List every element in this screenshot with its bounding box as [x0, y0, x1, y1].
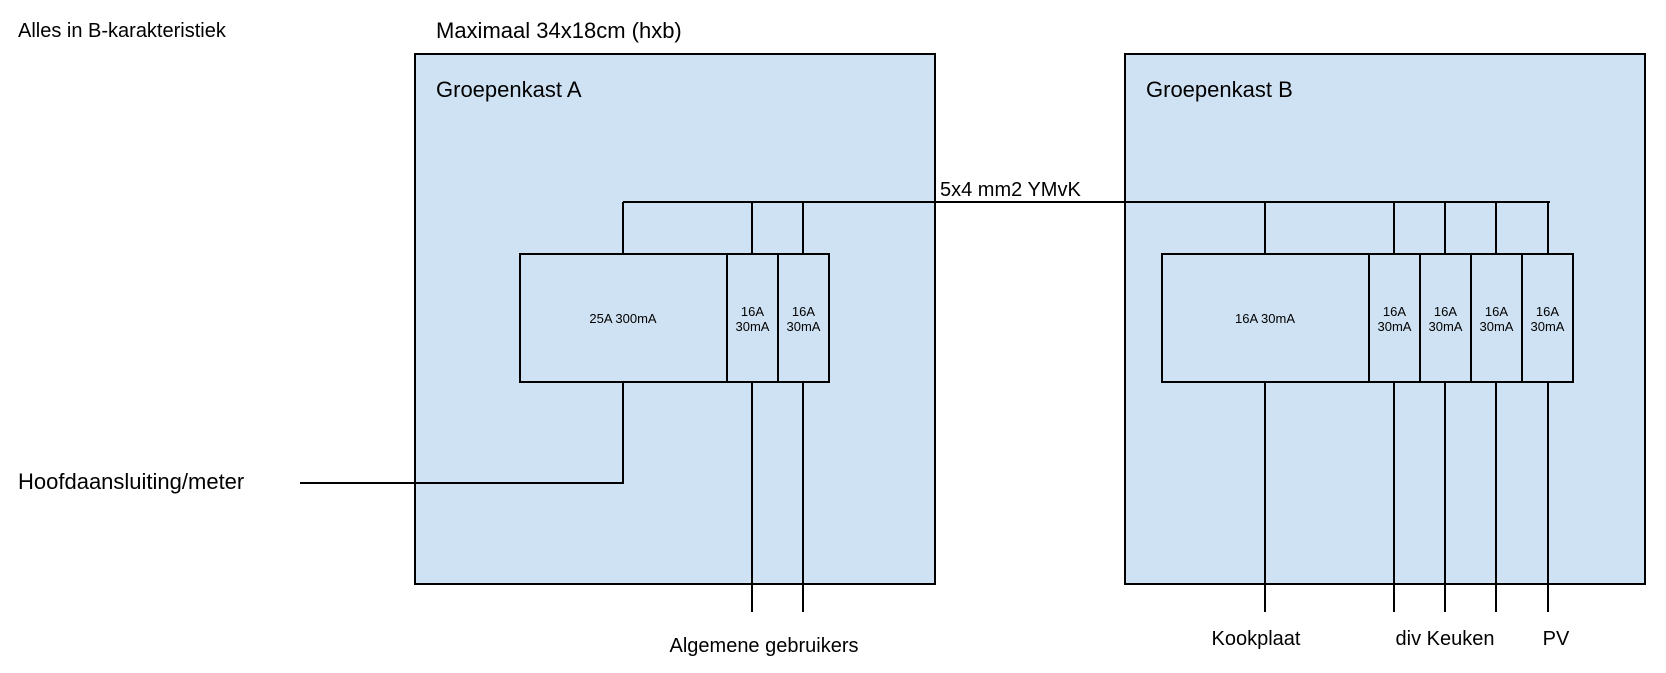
cabinet-b-group-4-rcd: 30mA — [1531, 319, 1565, 334]
note-text: Alles in B-karakteristiek — [18, 20, 227, 42]
cabinet-b-main-breaker-label: 16A 30mA — [1235, 311, 1295, 326]
cabinet-b-main-breaker — [1161, 253, 1370, 383]
max-size-label: Maximaal 34x18cm (hxb) — [436, 18, 682, 43]
cabinet-b-group-2-rcd: 30mA — [1429, 319, 1463, 334]
cabinet-a-group-2 — [777, 253, 830, 383]
cabinet-a-title: Groepenkast A — [436, 77, 582, 102]
output-kookplaat-label: Kookplaat — [1212, 628, 1301, 650]
cabinet-a-group-1-rcd: 30mA — [736, 319, 770, 334]
cabinet-b-group-1-rcd: 30mA — [1378, 319, 1412, 334]
cabinet-a-group-1-amp: 16A — [741, 304, 764, 319]
cabinet-b-group-4-amp: 16A — [1536, 304, 1559, 319]
cabinet-a-main-breaker-label: 25A 300mA — [589, 311, 657, 326]
output-div-keuken-label: div Keuken — [1396, 628, 1495, 650]
cable-label: 5x4 mm2 YMvK — [940, 179, 1081, 201]
cabinet-b-group-3-amp: 16A — [1485, 304, 1508, 319]
cabinet-b-group-4 — [1521, 253, 1574, 383]
output-pv-label: PV — [1543, 628, 1570, 650]
cabinet-b-group-3-rcd: 30mA — [1480, 319, 1514, 334]
cabinet-b-group-2-amp: 16A — [1434, 304, 1457, 319]
output-algemene-label: Algemene gebruikers — [670, 635, 859, 657]
cabinet-a-group-2-amp: 16A — [792, 304, 815, 319]
wire-main-input — [300, 382, 624, 484]
cabinet-b-title: Groepenkast B — [1146, 77, 1293, 102]
cabinet-b-group-1-amp: 16A — [1383, 304, 1406, 319]
cabinet-a-group-2-rcd: 30mA — [787, 319, 821, 334]
input-label: Hoofdaansluiting/meter — [18, 469, 244, 494]
